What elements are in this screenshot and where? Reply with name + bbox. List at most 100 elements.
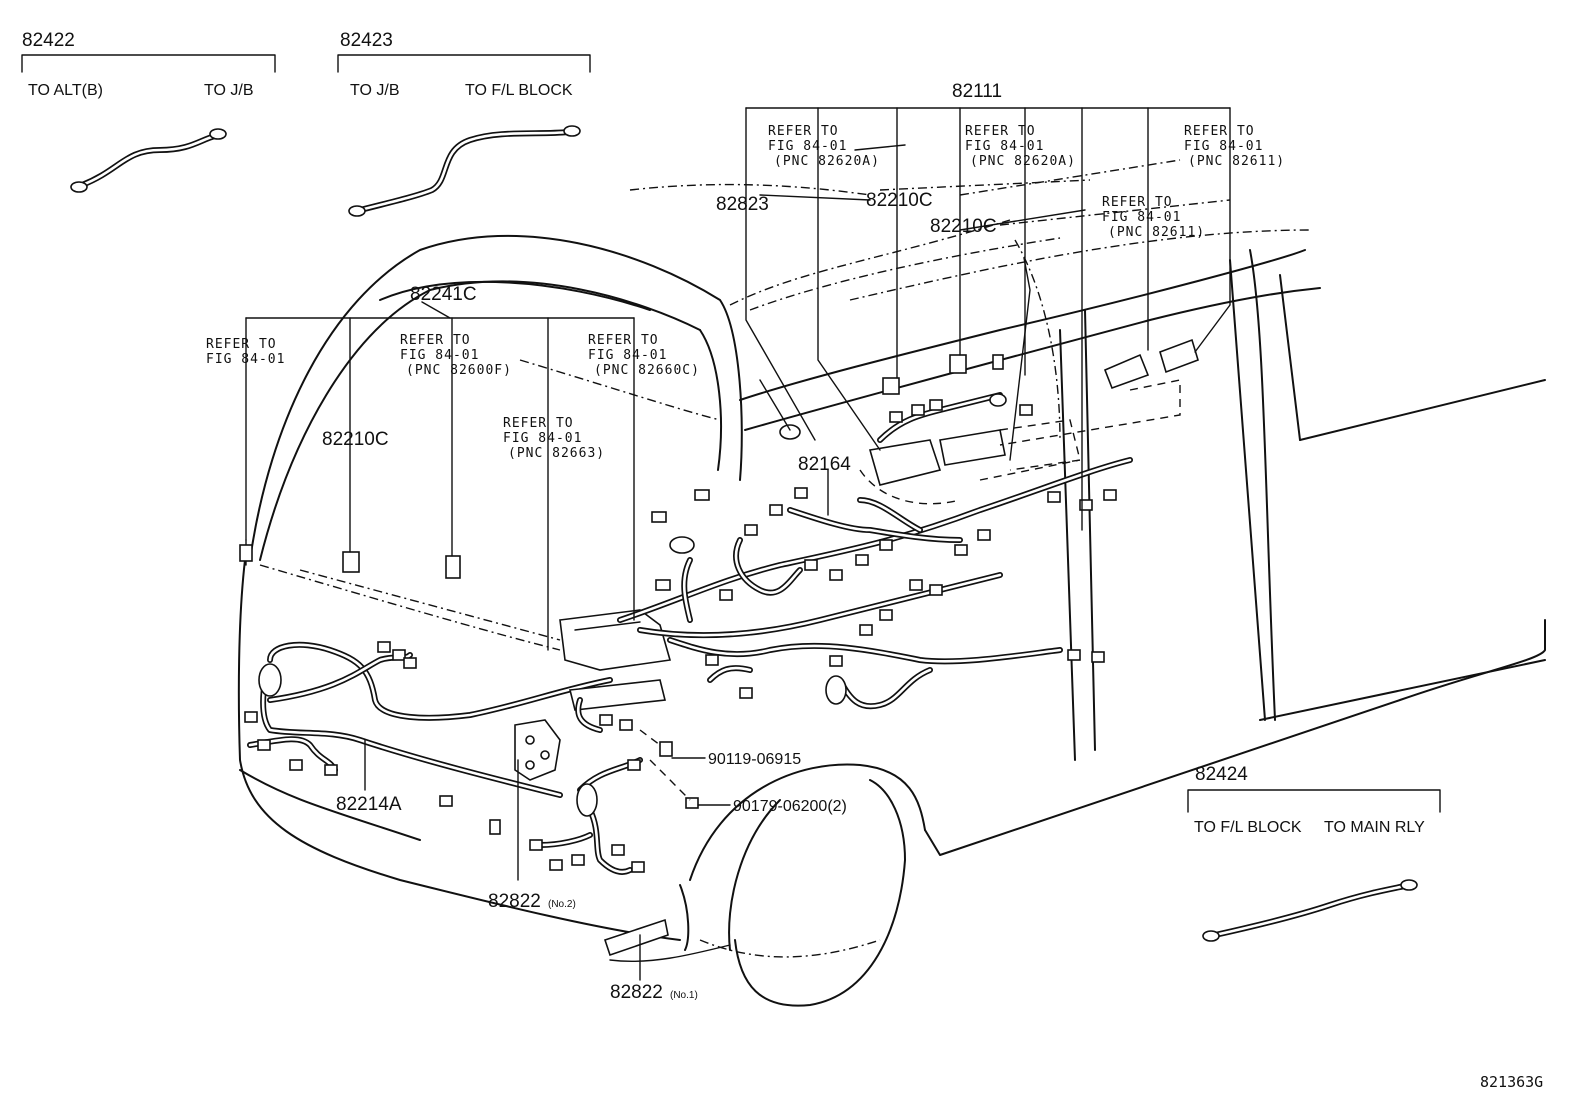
- connector-icon: [439, 795, 453, 807]
- junction-block-icon: [559, 609, 672, 671]
- connector-icon: [257, 739, 271, 751]
- svg-text:FIG 84-01: FIG 84-01: [588, 348, 667, 363]
- connector-icon: [929, 399, 943, 411]
- connector-icon: [954, 544, 968, 556]
- connector-icon: [571, 854, 585, 866]
- ring-terminal-icon: [563, 125, 581, 137]
- part-number-nut: 90179-06200(2): [733, 798, 847, 815]
- connector-icon: [244, 711, 258, 723]
- connector-icon: [324, 764, 338, 776]
- refer-note-82611-mid: REFER TO FIG 84-01 (PNC 82611): [1102, 195, 1204, 240]
- cable-82424: 82424 TO F/L BLOCK TO MAIN RLY: [1187, 764, 1441, 942]
- part-number-82210c-front: 82210C: [322, 429, 389, 450]
- part-number-82210c-roof-b: 82210C: [930, 216, 997, 237]
- svg-text:(PNC 82620A): (PNC 82620A): [970, 154, 1076, 169]
- svg-text:REFER TO: REFER TO: [965, 124, 1036, 139]
- cable-82424-end-a: TO F/L BLOCK: [1194, 819, 1302, 836]
- refer-note-82620a-left: REFER TO FIG 84-01 (PNC 82620A): [768, 124, 880, 169]
- refer-note-82611-right: REFER TO FIG 84-01 (PNC 82611): [1184, 124, 1284, 169]
- connector-icon: [769, 504, 783, 516]
- connector-icon: [909, 579, 923, 591]
- ring-terminal-icon: [348, 205, 366, 217]
- cable-82423: 82423 TO J/B TO F/L BLOCK: [337, 30, 591, 217]
- connector-icon: [403, 657, 417, 669]
- connector-icon: [655, 579, 671, 591]
- connector-icon: [855, 554, 869, 566]
- svg-text:FIG 84-01: FIG 84-01: [1184, 139, 1263, 154]
- connector-icon: [392, 649, 406, 661]
- connector-icon: [694, 489, 710, 501]
- connector-icon: [929, 584, 943, 596]
- svg-text:(PNC 82660C): (PNC 82660C): [594, 363, 700, 378]
- connector-icon: [627, 759, 641, 771]
- svg-text:FIG 84-01: FIG 84-01: [503, 431, 582, 446]
- svg-text:(PNC 82600F): (PNC 82600F): [406, 363, 512, 378]
- svg-text:REFER TO: REFER TO: [1184, 124, 1255, 139]
- part-number-82423: 82423: [340, 30, 393, 51]
- vehicle-body-outline: [237, 159, 1546, 1007]
- room-lamp-icon: [1103, 353, 1150, 390]
- harness-82164: [559, 424, 1133, 733]
- refer-note-82663: REFER TO FIG 84-01 (PNC 82663): [503, 416, 604, 461]
- part-number-82422: 82422: [22, 30, 75, 51]
- part-number-bolt: 90119-06915: [708, 751, 801, 768]
- svg-text:FIG 84-01: FIG 84-01: [206, 352, 285, 367]
- bracket-icon: [603, 918, 669, 957]
- svg-text:REFER TO: REFER TO: [503, 416, 574, 431]
- cable-82423-end-a: TO J/B: [350, 82, 400, 99]
- cable-82423-end-b: TO F/L BLOCK: [465, 82, 573, 99]
- connector-icon: [804, 559, 818, 571]
- connector-icon: [619, 719, 633, 731]
- part-number-labels: 82111 82823 82210C 82210C 82241C 82210C …: [322, 81, 1543, 1091]
- grommet-icon: [258, 663, 282, 697]
- part-number-82214a: 82214A: [336, 794, 402, 815]
- connector-icon: [631, 861, 645, 873]
- lamp-socket-icon: [992, 354, 1004, 370]
- svg-text:(PNC 82620A): (PNC 82620A): [774, 154, 880, 169]
- bracket-82422: [21, 54, 276, 73]
- harness-82214a: [244, 641, 645, 875]
- connector-icon: [859, 624, 873, 636]
- connector-icon: [1091, 651, 1105, 663]
- switch-connector-icon: [342, 551, 360, 573]
- svg-text:FIG 84-01: FIG 84-01: [1102, 210, 1181, 225]
- relay-bracket-icon: [514, 719, 561, 781]
- refer-note-82660c: REFER TO FIG 84-01 (PNC 82660C): [588, 333, 700, 378]
- grommet-icon: [779, 424, 801, 440]
- part-number-82424: 82424: [1195, 764, 1248, 785]
- connector-icon: [739, 687, 753, 699]
- console-box-icon: [868, 439, 942, 486]
- connector-icon: [794, 487, 808, 499]
- leader-lines: [245, 107, 1231, 981]
- refer-note-front-left: REFER TO FIG 84-01: [206, 337, 285, 367]
- connector-icon: [529, 839, 543, 851]
- connector-icon: [489, 819, 501, 835]
- grommet-icon: [989, 393, 1007, 407]
- connector-icon: [719, 589, 733, 601]
- room-lamp-icon: [1159, 338, 1199, 374]
- bolt-icon: [659, 741, 673, 757]
- harness-82111: [859, 338, 1199, 505]
- connector-icon: [549, 859, 563, 871]
- svg-text:REFER TO: REFER TO: [768, 124, 839, 139]
- bracket-82424: [1187, 789, 1441, 813]
- connector-icon: [1019, 404, 1033, 416]
- svg-text:REFER TO: REFER TO: [588, 333, 659, 348]
- svg-text:FIG 84-01: FIG 84-01: [965, 139, 1044, 154]
- connector-icon: [611, 844, 625, 856]
- connector-icon: [889, 411, 903, 423]
- lamp-socket-icon: [949, 354, 967, 374]
- connector-icon: [744, 524, 758, 536]
- connector-icon: [879, 609, 893, 621]
- ring-terminal-icon: [1202, 930, 1220, 942]
- part-number-82822-no1-suffix: (No.1): [670, 990, 698, 1001]
- bolt-icon: [239, 544, 253, 562]
- connector-icon: [377, 641, 391, 653]
- connector-icon: [1079, 499, 1093, 511]
- connector-icon: [829, 655, 843, 667]
- part-number-82822-no2-suffix: (No.2): [548, 899, 576, 910]
- svg-text:FIG 84-01: FIG 84-01: [400, 348, 479, 363]
- part-number-82822-no2: 82822: [488, 891, 541, 912]
- part-number-82111: 82111: [952, 81, 1002, 102]
